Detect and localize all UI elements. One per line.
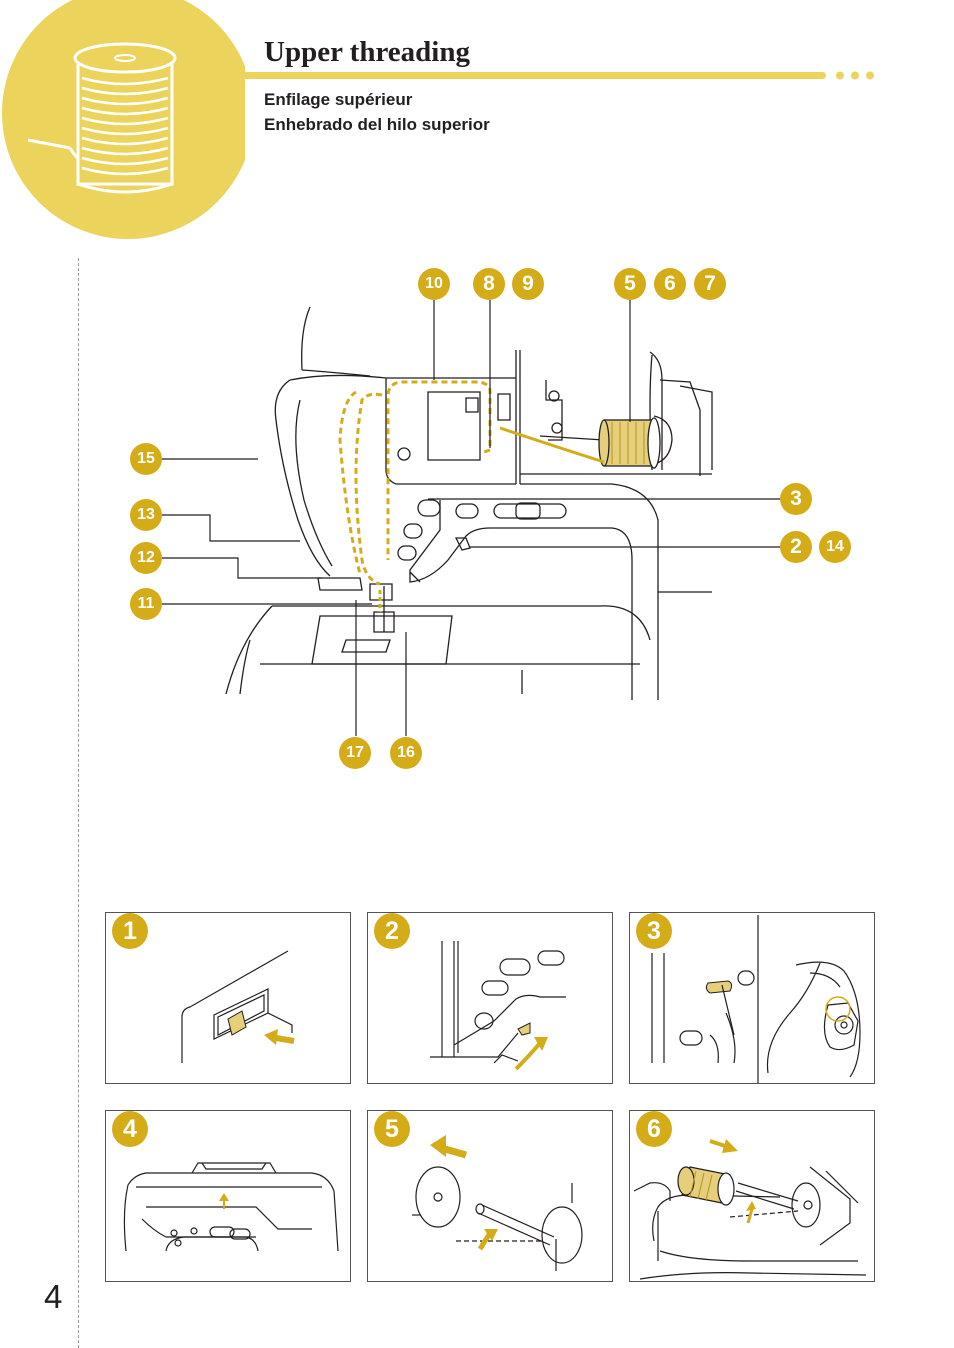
callout-5: 5 <box>614 268 646 300</box>
callout-17: 17 <box>339 737 371 769</box>
spool-illustration <box>598 417 661 469</box>
callout-11: 11 <box>130 588 162 620</box>
margin-guide-line <box>78 258 79 1348</box>
corner-decoration <box>2 0 245 239</box>
page-number: 4 <box>44 1278 63 1315</box>
subtitle-french: Enfilage supérieur <box>264 90 413 109</box>
callout-16: 16 <box>390 737 422 769</box>
step-panel-5: 5 <box>367 1110 613 1282</box>
callout-12: 12 <box>130 542 162 574</box>
callout-8: 8 <box>473 268 505 300</box>
step-panel-4: 4 <box>105 1110 351 1282</box>
callout-15: 15 <box>130 443 162 475</box>
step-panel-6: 6 <box>629 1110 875 1282</box>
sewing-machine-diagram <box>162 300 780 736</box>
step-number-6: 6 <box>636 1111 672 1147</box>
small-spool-icon <box>677 1166 735 1206</box>
step-number-3: 3 <box>636 913 672 949</box>
power-switch-illustration <box>181 950 295 1063</box>
page-title: Upper threading <box>264 36 470 68</box>
callout-10: 10 <box>418 268 450 300</box>
presser-foot-lever-illustration <box>430 941 566 1071</box>
needle-position-button-illustration <box>651 915 861 1083</box>
callout-14: 14 <box>819 531 851 563</box>
thread-guide-cover-illustration <box>123 1162 339 1252</box>
step-number-5: 5 <box>374 1111 410 1147</box>
callout-9: 9 <box>512 268 544 300</box>
callout-2: 2 <box>780 531 812 563</box>
title-underline <box>232 71 874 80</box>
step-panel-3: 3 <box>629 912 875 1084</box>
spool-placement-illustration <box>633 1139 867 1280</box>
thread-spool-icon <box>27 42 177 194</box>
spool-cap-removal-illustration <box>412 1135 583 1271</box>
callout-6: 6 <box>654 268 686 300</box>
step-panel-1: 1 <box>105 912 351 1084</box>
dots-icon <box>836 71 874 80</box>
callout-7: 7 <box>694 268 726 300</box>
subtitle-spanish: Enhebrado del hilo superior <box>264 115 490 134</box>
step-panel-2: 2 <box>367 912 613 1084</box>
callout-3: 3 <box>780 483 812 515</box>
step-number-4: 4 <box>112 1111 148 1147</box>
step-number-1: 1 <box>112 913 148 949</box>
callout-13: 13 <box>130 499 162 531</box>
step-number-2: 2 <box>374 913 410 949</box>
